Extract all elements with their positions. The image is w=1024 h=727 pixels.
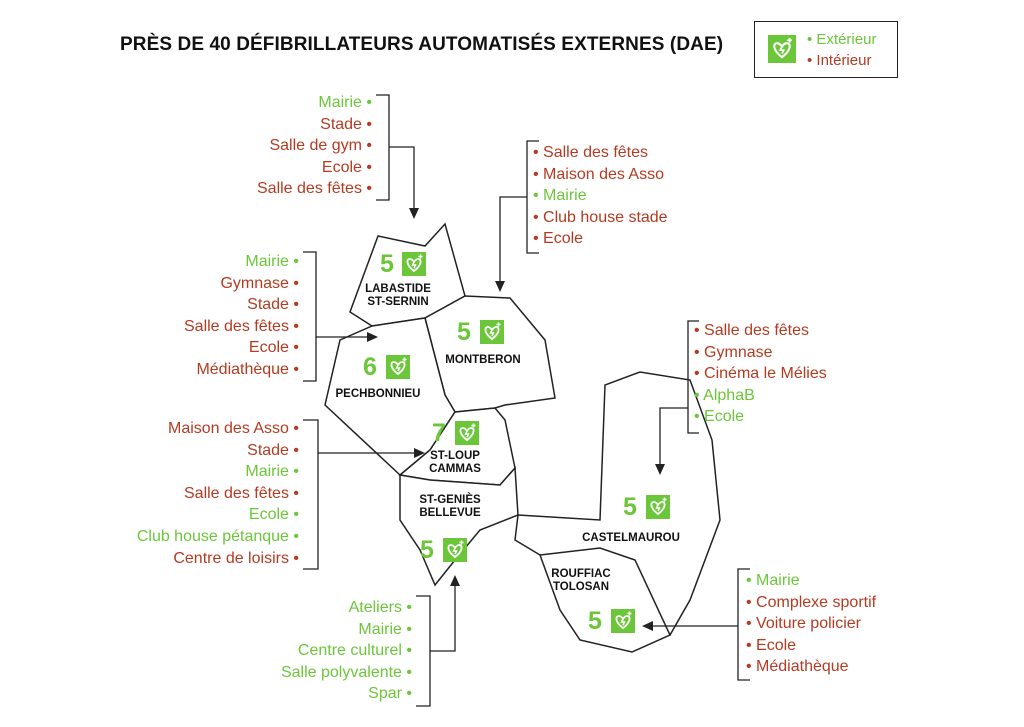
place-item: • Voiture policier [746, 615, 861, 633]
place-item: Mairie • [358, 620, 412, 638]
place-item: Salle des fêtes • [257, 180, 372, 198]
aed-count-rouffiac: 5 [588, 607, 602, 635]
bracket-stgenies [416, 595, 431, 707]
bracket-stloup [303, 419, 319, 570]
town-name-castelmaurou: CASTELMAUROU [582, 532, 680, 544]
aed-count-stloup: 7 [432, 419, 446, 447]
place-item: Ecole • [248, 506, 299, 524]
region-stgenies [399, 466, 519, 587]
place-item: Mairie • [245, 463, 299, 481]
aed-count-castelmaurou: 5 [623, 493, 637, 521]
place-item: Mairie • [318, 94, 372, 111]
legend-exterior: • Extérieur [807, 31, 877, 48]
aed-count-labastide: 5 [380, 250, 394, 278]
place-item: • Cinéma le Mélies [694, 365, 827, 383]
bracket-castelmaurou [687, 320, 699, 434]
arrowhead-labastide [409, 208, 419, 219]
place-item: Salle polyvalente • [280, 663, 412, 681]
arrowhead-pechbonnieu [367, 332, 378, 342]
place-item: • Complexe sportif [746, 593, 877, 611]
page-title: PRÈS DE 40 DÉFIBRILLATEURS AUTOMATISÉS E… [120, 34, 724, 55]
arrowhead-stloup [414, 448, 425, 458]
aed-count-montberon: 5 [457, 318, 471, 346]
place-item: Centre culturel • [297, 642, 412, 660]
town-name-stloup: ST-LOUP CAMMAS [429, 450, 481, 475]
place-item: Gymnase • [220, 274, 299, 292]
bracket-pechbonnieu [303, 251, 317, 382]
arrow-labastide [389, 146, 415, 210]
place-item: Salle des fêtes • [184, 317, 299, 335]
place-item: Ecole • [248, 339, 299, 357]
aed-count-pechbonnieu: 6 [363, 353, 377, 381]
aed-icon [402, 252, 426, 276]
bracket-rouffiac [737, 568, 750, 681]
place-item: Stade • [247, 441, 299, 459]
aed-icon [386, 355, 410, 379]
place-item: • Ecole [694, 408, 745, 426]
place-item: Stade • [320, 115, 372, 133]
place-item: • Médiathèque [746, 658, 849, 676]
bracket-labastide [376, 94, 390, 201]
aed-icon [443, 538, 467, 562]
place-list-pechbonnieu: Mairie • Gymnase • Stade • Salle des fêtes … [184, 251, 299, 381]
place-item: • Mairie [746, 572, 800, 589]
place-list-montberon: • Salle des fêtes • Maison des Asso • Mair… [533, 142, 668, 250]
arrowhead-montberon [495, 281, 505, 292]
arrow-montberon [499, 196, 527, 282]
town-name-stgenies: ST-GENIÈS BELLEVUE [419, 494, 481, 519]
place-item: • Mairie [533, 187, 587, 205]
aed-icon [480, 320, 504, 344]
place-list-stloup: Maison des Asso • Stade • Mairie • Salle de… [137, 418, 299, 569]
place-list-stgenies: Ateliers • Mairie • Centre culturel • Salle… [281, 597, 412, 705]
town-name-rouffiac: ROUFFIAC TOLOSAN [551, 568, 611, 593]
place-item: Médiathèque • [196, 360, 299, 378]
place-item: Stade • [247, 296, 299, 314]
town-name-pechbonnieu: PECHBONNIEU [335, 388, 421, 400]
legend: • Extérieur • Intérieur [754, 21, 898, 78]
aed-icon [768, 35, 796, 63]
place-item: • AlphaB [694, 386, 755, 404]
place-item: • Club house stade [533, 208, 668, 226]
aed-count-stgenies: 5 [420, 536, 434, 564]
arrow-stgenies [430, 585, 456, 652]
place-item: Ecole • [321, 158, 372, 176]
place-item: Salle des fêtes • [184, 484, 299, 502]
place-item: Ateliers • [348, 599, 412, 616]
place-list-rouffiac: • Mairie • Complexe sportif • Voiture poli… [746, 570, 876, 678]
arrowhead-rouffiac [642, 621, 653, 631]
place-item: Mairie • [245, 253, 299, 270]
place-list-labastide: Mairie • Stade • Salle de gym • Ecole • Sall… [257, 92, 372, 200]
place-item: Spar • [368, 685, 412, 703]
place-item: • Gymnase [694, 343, 773, 361]
place-item: • Maison des Asso [533, 165, 664, 183]
aed-icon [646, 495, 670, 519]
place-item: • Ecole [533, 230, 584, 248]
place-item: Maison des Asso • [168, 420, 299, 437]
place-item: Centre de loisirs • [173, 549, 299, 567]
aed-icon [611, 609, 635, 633]
arrow-castelmaurou [659, 407, 688, 465]
arrowhead-castelmaurou [655, 464, 665, 475]
aed-icon [455, 421, 479, 445]
legend-interior: • Intérieur [807, 52, 872, 69]
region-rouffiac [538, 547, 672, 653]
place-item: • Salle des fêtes [694, 322, 809, 339]
place-list-castelmaurou: • Salle des fêtes • Gymnase • Cinéma le Mé… [694, 320, 827, 428]
town-name-labastide: LABASTIDE ST-SERNIN [365, 283, 431, 308]
place-item: Club house pétanque • [136, 527, 299, 545]
place-item: • Ecole [746, 636, 797, 654]
place-item: Salle de gym • [269, 137, 372, 155]
town-name-montberon: MONTBERON [445, 354, 521, 366]
arrowhead-stgenies [450, 575, 460, 586]
place-item: • Salle des fêtes [533, 144, 648, 161]
